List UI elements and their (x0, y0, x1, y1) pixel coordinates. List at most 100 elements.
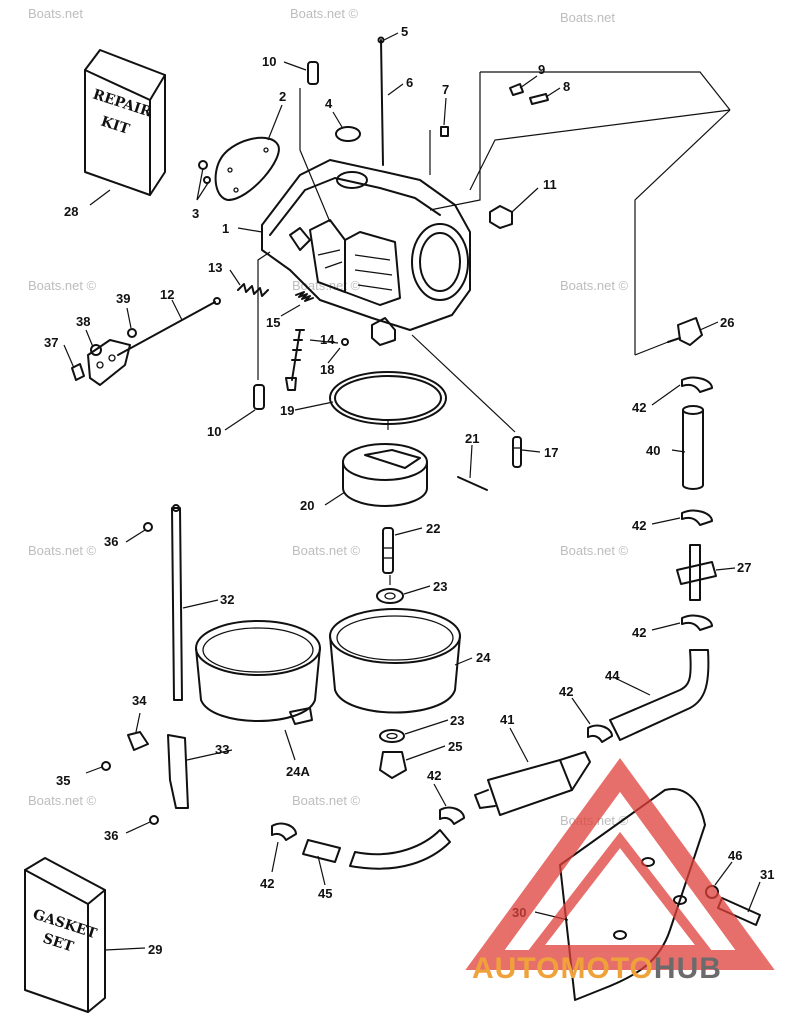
label-46: 46 (728, 848, 742, 863)
label-42-b: 42 (632, 518, 646, 533)
logo-text-part2: HUB (654, 952, 722, 985)
label-1: 1 (222, 221, 229, 236)
svg-text:Boats.net ©: Boats.net © (560, 543, 629, 558)
cover-gasket (214, 136, 280, 201)
clamp-42-e (439, 806, 465, 825)
idle-screw-14 (285, 329, 305, 391)
clamp-42-c (681, 614, 713, 631)
label-13: 13 (208, 260, 222, 275)
link-rod-32 (171, 504, 183, 701)
hinge-pin-21 (457, 476, 488, 491)
screw-18 (341, 338, 349, 346)
svg-text:Boats.net: Boats.net (560, 10, 615, 25)
hose-44 (609, 649, 710, 741)
label-36-top: 36 (104, 534, 118, 549)
plate-30 (559, 788, 706, 1001)
label-42-a: 42 (632, 400, 646, 415)
fuel-filter-41 (474, 751, 591, 816)
label-40: 40 (646, 443, 660, 458)
clamp-42-b (681, 509, 713, 526)
label-17: 17 (544, 445, 558, 460)
label-9: 9 (538, 62, 545, 77)
float-bowl-24a (195, 620, 321, 725)
logo-inner-triangle (524, 831, 716, 955)
washer-23-bottom (379, 729, 405, 743)
label-25: 25 (448, 739, 462, 754)
leader-lines (63, 32, 761, 951)
label-23-top: 23 (433, 579, 447, 594)
label-44: 44 (605, 668, 620, 683)
nut-11 (489, 205, 513, 229)
label-29: 29 (148, 942, 162, 957)
clamp-42-f (271, 822, 297, 841)
label-10-lower: 10 (207, 424, 221, 439)
label-24a: 24A (286, 764, 310, 779)
svg-text:Boats.net ©: Boats.net © (560, 278, 629, 293)
label-24: 24 (476, 650, 491, 665)
washer-23-top (376, 588, 404, 604)
label-10-top: 10 (262, 54, 276, 69)
logo-triangle (465, 758, 775, 970)
fitting-7 (440, 126, 449, 137)
label-38: 38 (76, 314, 90, 329)
label-35: 35 (56, 773, 70, 788)
label-39: 39 (116, 291, 130, 306)
label-33: 33 (215, 742, 229, 757)
svg-text:Boats.net ©: Boats.net © (292, 543, 361, 558)
spring-13 (237, 283, 269, 297)
label-6: 6 (406, 75, 413, 90)
label-42-d: 42 (559, 684, 573, 699)
label-22: 22 (426, 521, 440, 536)
clamp-42-a (681, 376, 713, 393)
bracket-33 (167, 734, 189, 809)
logo-text: AUTOMOTOHUB (472, 952, 722, 985)
svg-text:Boats.net ©: Boats.net © (28, 543, 97, 558)
label-14: 14 (320, 332, 335, 347)
screw-35 (101, 761, 111, 771)
label-23-bottom: 23 (450, 713, 464, 728)
drain-plug-25 (379, 751, 407, 779)
clamp-42-d (587, 724, 613, 743)
float-20 (342, 443, 428, 507)
label-31: 31 (760, 867, 774, 882)
repair-kit-box: REPAIR KIT (84, 49, 166, 196)
label-42-c: 42 (632, 625, 646, 640)
svg-text:Boats.net ©: Boats.net © (28, 278, 97, 293)
spring-15 (295, 291, 314, 302)
watermarks: Boats.net Boats.net Boats.net © Boats.ne… (28, 6, 629, 828)
svg-text:KIT: KIT (99, 114, 132, 138)
label-45: 45 (318, 886, 332, 901)
label-41: 41 (500, 712, 514, 727)
label-7: 7 (442, 82, 449, 97)
tee-fitting-27 (676, 544, 717, 601)
svg-text:Boats.net: Boats.net (28, 6, 83, 21)
label-11: 11 (543, 177, 557, 192)
connection-lines (257, 71, 731, 585)
label-26: 26 (720, 315, 734, 330)
automotohub-logo (465, 758, 775, 970)
label-42-f: 42 (260, 876, 274, 891)
elbow-fitting-26 (667, 317, 703, 346)
svg-text:Boats.net ©: Boats.net © (290, 6, 359, 21)
idle-needle-rod (377, 36, 385, 166)
hose-45 (302, 829, 451, 870)
screw-36-bottom (149, 815, 159, 825)
jet-10-lower (253, 384, 265, 410)
o-ring-4 (335, 126, 361, 142)
block-34 (127, 731, 149, 751)
label-42-e: 42 (427, 768, 441, 783)
jet-10-top (307, 61, 319, 85)
pin-17 (512, 436, 522, 468)
gasket-set-box: GASKET SET (24, 857, 106, 1013)
label-21: 21 (465, 431, 479, 446)
label-34: 34 (132, 693, 147, 708)
logo-text-part1: AUTOMOTO (472, 952, 654, 985)
throttle-shaft-12 (87, 297, 221, 386)
svg-text:Boats.net ©: Boats.net © (28, 793, 97, 808)
label-8: 8 (563, 79, 570, 94)
label-2: 2 (279, 89, 286, 104)
carburetor-body (261, 159, 471, 346)
svg-text:REPAIR: REPAIR (91, 87, 154, 121)
